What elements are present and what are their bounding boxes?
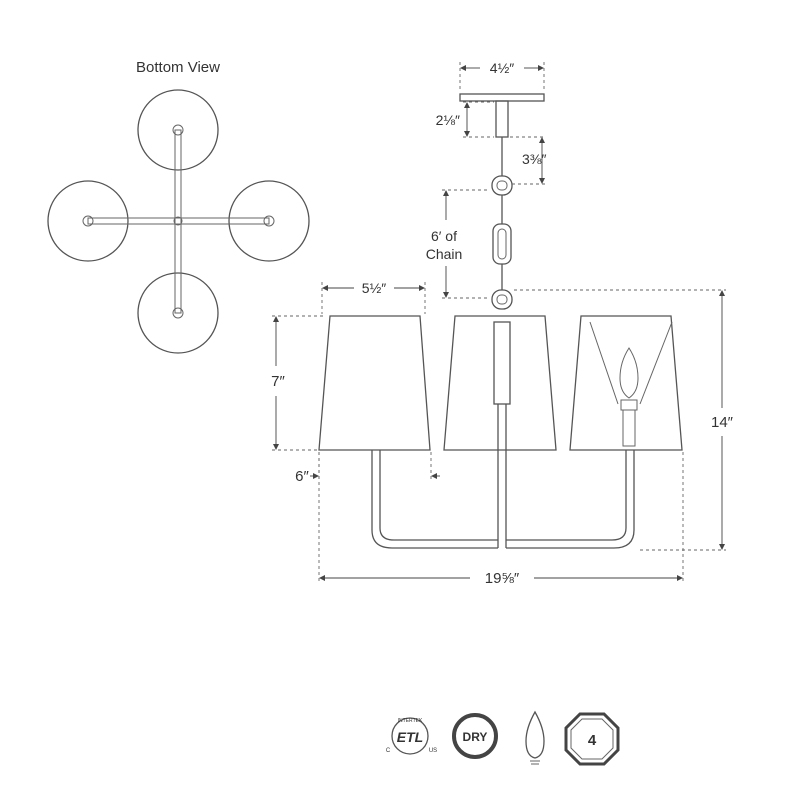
bottom-view-arm-horizontal xyxy=(87,217,270,225)
chain xyxy=(491,137,513,310)
shade-left xyxy=(318,315,431,451)
dim-overall-height: 14″ xyxy=(514,289,734,551)
bulb-icon xyxy=(589,321,673,447)
center-column xyxy=(493,321,511,405)
dim-canopy-height-label: 2⅛″ xyxy=(436,112,460,128)
chain-link-bottom xyxy=(491,289,513,310)
dim-shade-width-label: 5½″ xyxy=(362,280,386,296)
front-view: 4½″ 2⅛″ 3⅜″ 6′ of xyxy=(271,60,734,587)
etl-country-c: C xyxy=(386,748,391,754)
dim-overall-width-label: 19⅝″ xyxy=(485,570,520,587)
dry-rating-label: DRY xyxy=(463,730,488,744)
bottom-view-shade-top xyxy=(137,89,219,171)
chain-link-top xyxy=(491,175,513,196)
etl-arc-text: INTERTEK xyxy=(398,718,423,724)
canopy-plate xyxy=(459,93,545,102)
bottom-view-socket-right xyxy=(263,215,275,227)
canopy-stem xyxy=(495,100,509,138)
arm-left xyxy=(371,450,498,549)
dim-chain-length-label-2: Chain xyxy=(426,246,463,262)
dim-stem-drop-label: 3⅜″ xyxy=(522,151,546,167)
bottom-view-socket-bottom xyxy=(172,307,184,319)
bottom-view-center-hub xyxy=(173,216,183,226)
shade-right xyxy=(569,315,683,451)
dim-arm-offset: 6″ xyxy=(295,452,440,485)
dry-rating-icon: DRY xyxy=(452,713,498,759)
dim-overall-height-label: 14″ xyxy=(711,414,734,431)
dim-canopy-width-label: 4½″ xyxy=(490,60,514,76)
dim-shade-width: 5½″ xyxy=(321,280,426,314)
shade-center xyxy=(443,315,557,451)
dim-chain-length: 6′ of Chain xyxy=(426,189,490,299)
bottom-view-shade-bottom xyxy=(137,272,219,354)
bottom-view: Bottom View xyxy=(47,59,310,354)
chain-link-middle xyxy=(492,223,512,265)
bottom-view-label: Bottom View xyxy=(136,59,220,76)
bottom-view-shade-left xyxy=(47,180,129,262)
dim-chain-length-label-1: 6′ of xyxy=(431,228,457,244)
certification-badges: INTERTEK ETL C US DRY 4 xyxy=(386,710,620,766)
dim-shade-height: 7″ xyxy=(271,315,326,451)
lamp-count-label: 4 xyxy=(588,732,597,749)
candelabra-bulb-icon xyxy=(525,710,545,765)
dim-canopy-height: 2⅛″ xyxy=(436,101,494,138)
bottom-view-shade-right xyxy=(228,180,310,262)
etl-country-us: US xyxy=(429,748,437,754)
dim-arm-offset-label: 6″ xyxy=(295,468,309,485)
dim-stem-drop: 3⅜″ xyxy=(510,136,546,185)
bottom-view-socket-top xyxy=(172,124,184,136)
etl-mark: ETL xyxy=(397,729,423,745)
dim-shade-height-label: 7″ xyxy=(271,373,285,390)
etl-listed-icon: INTERTEK ETL C US xyxy=(386,717,437,755)
bottom-view-socket-left xyxy=(82,215,94,227)
dim-overall-width: 19⅝″ xyxy=(318,452,684,587)
bottom-view-arm-vertical xyxy=(174,129,182,314)
lamp-count-icon: 4 xyxy=(564,712,620,766)
arm-right xyxy=(506,450,635,549)
dim-canopy-width: 4½″ xyxy=(459,60,545,92)
